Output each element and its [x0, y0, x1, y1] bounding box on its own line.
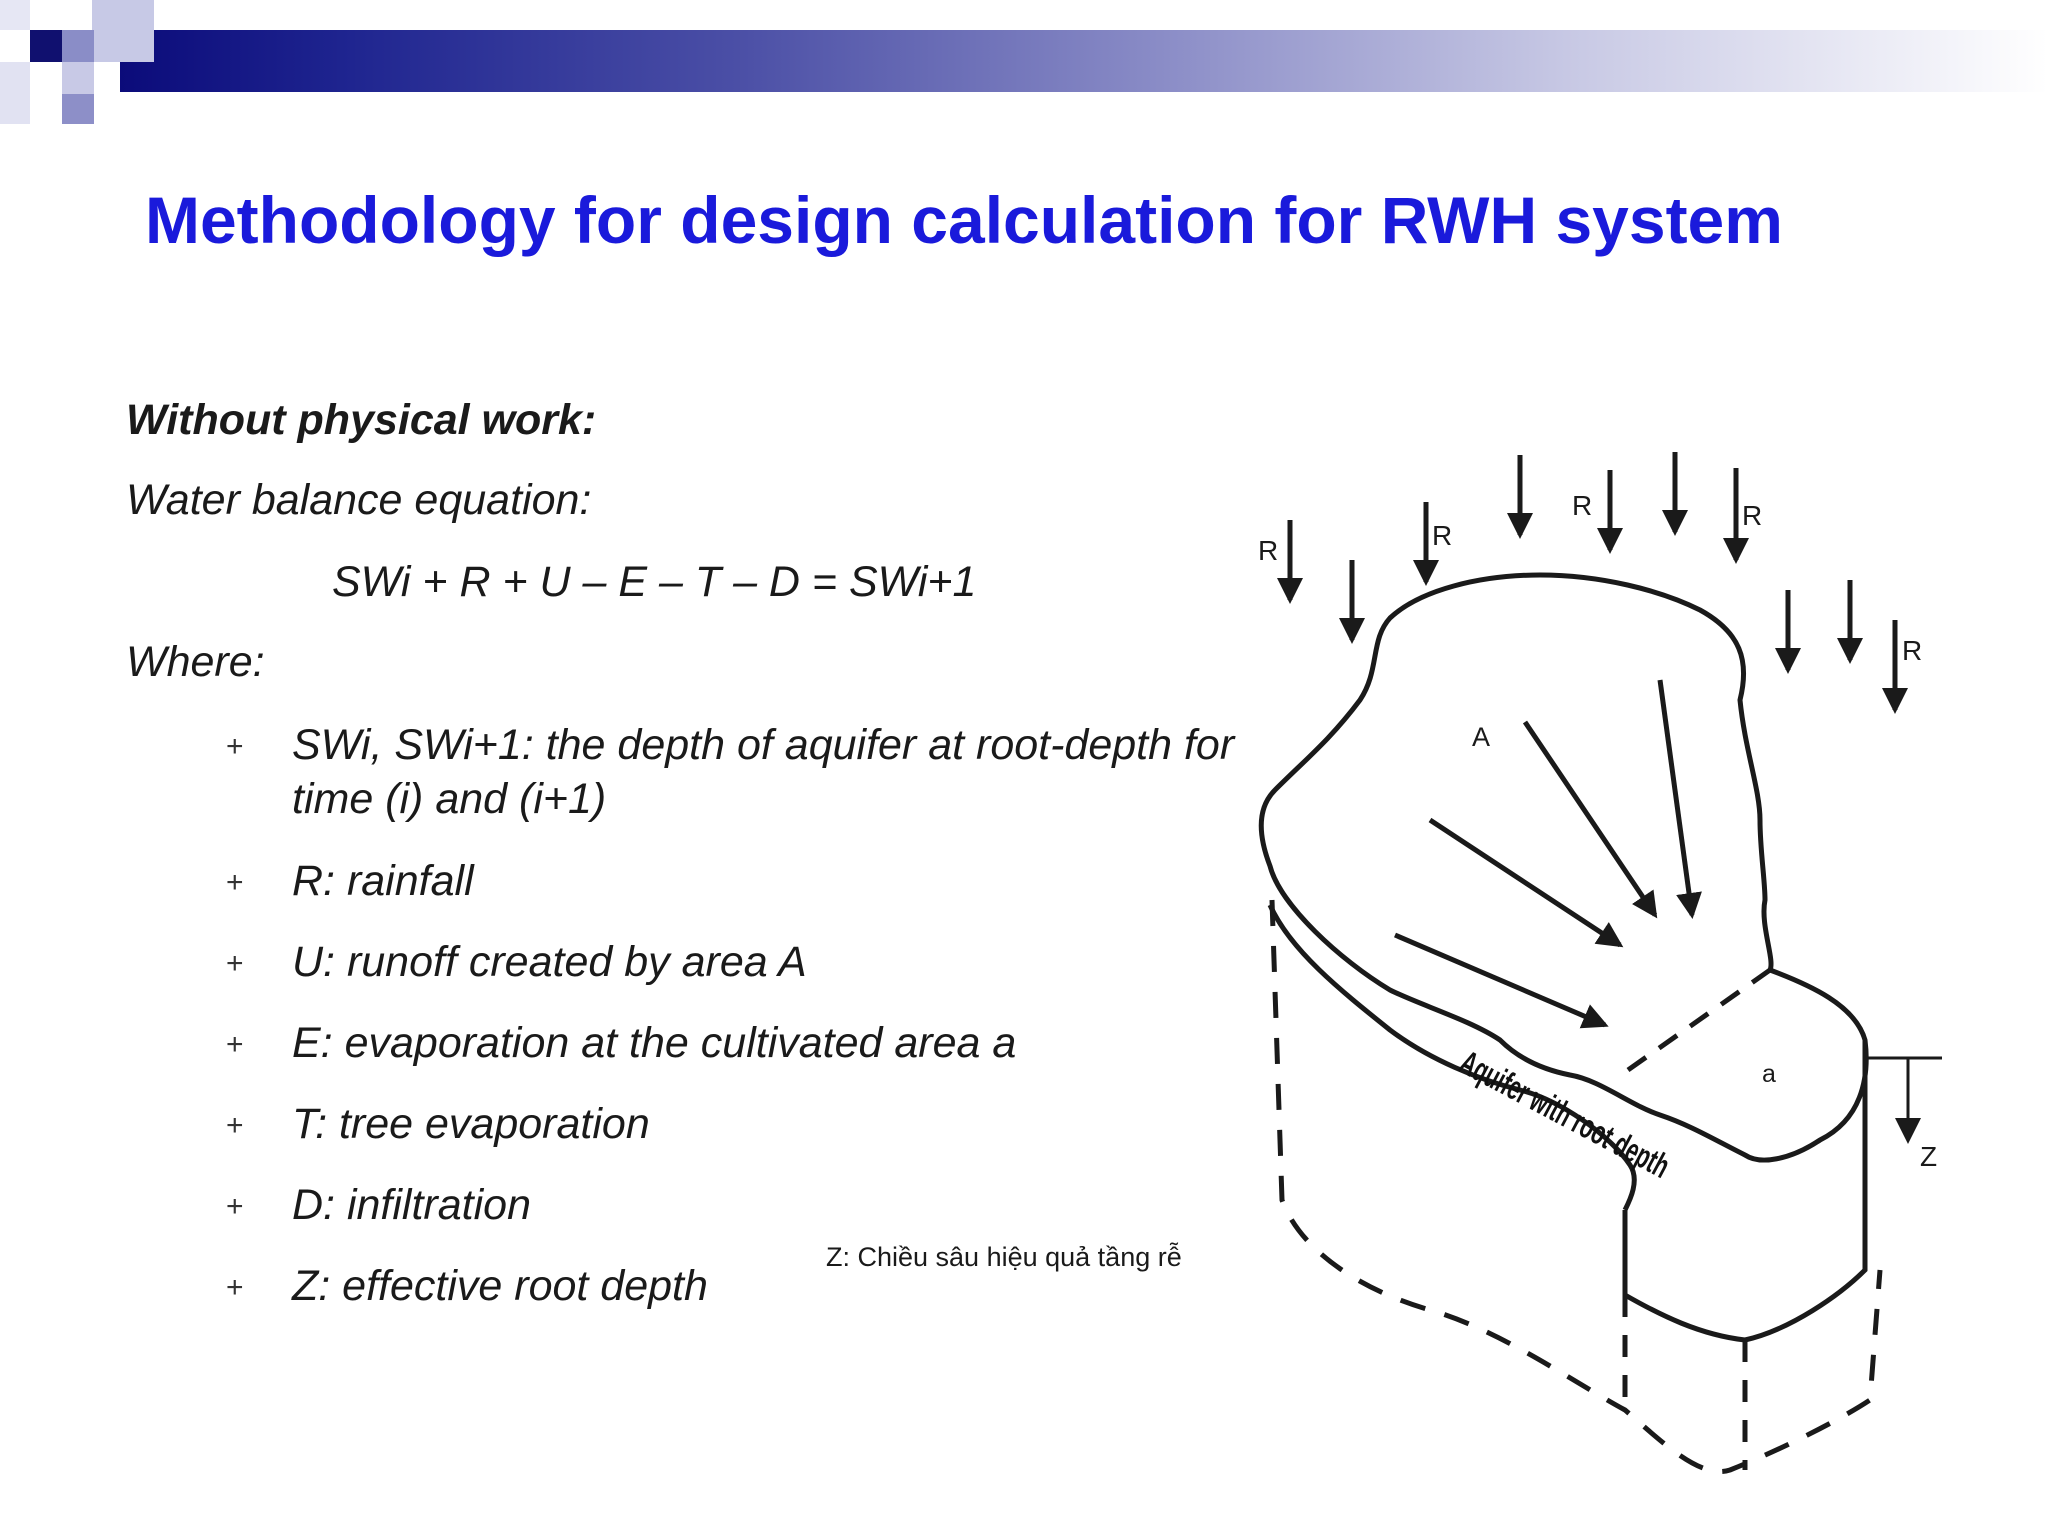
- catchment-outline: [1258, 572, 1869, 1163]
- definition-root-depth: Z: effective root depth: [292, 1262, 708, 1310]
- decor-square: [30, 30, 62, 62]
- decor-square: [92, 0, 154, 62]
- rain-label: R: [1902, 635, 1922, 666]
- list-item: + R: rainfall: [226, 854, 1226, 935]
- definition-tree-evaporation: T: tree evaporation: [292, 1100, 650, 1148]
- header-banner: [0, 0, 2048, 130]
- section-heading: Without physical work:: [126, 396, 597, 444]
- cultivated-area-label: a: [1762, 1060, 1776, 1088]
- where-label: Where:: [126, 638, 265, 686]
- plus-bullet-icon: +: [226, 1028, 244, 1061]
- decor-square: [0, 0, 30, 30]
- decor-square: [62, 30, 94, 62]
- plus-bullet-icon: +: [226, 1190, 244, 1223]
- plus-bullet-icon: +: [226, 1109, 244, 1142]
- root-depth-label: Z: [1920, 1141, 1937, 1172]
- definition-rainfall: R: rainfall: [292, 857, 474, 905]
- rain-label: R: [1258, 535, 1278, 566]
- water-balance-label: Water balance equation:: [126, 476, 592, 524]
- water-balance-equation: SWi + R + U – E – T – D = SWi+1: [332, 558, 977, 606]
- list-item: + Z: effective root depth: [226, 1259, 1226, 1340]
- decor-square: [62, 94, 94, 124]
- catchment-area-label: A: [1472, 722, 1490, 752]
- list-item: + SWi, SWi+1: the depth of aquifer at ro…: [226, 718, 1234, 854]
- aquifer-label: Aquifer with root depth: [1454, 1042, 1677, 1185]
- plus-bullet-icon: +: [226, 1271, 244, 1304]
- list-item: + E: evaporation at the cultivated area …: [226, 1016, 1226, 1097]
- rain-labels: R R R R R: [1258, 490, 1922, 666]
- rain-label: R: [1432, 520, 1452, 551]
- definition-list: + SWi, SWi+1: the depth of aquifer at ro…: [226, 718, 1234, 1340]
- plus-bullet-icon: +: [226, 866, 244, 899]
- banner-gradient-bar: [120, 30, 2048, 92]
- definition-evaporation: E: evaporation at the cultivated area a: [292, 1019, 1017, 1067]
- vietnamese-note: Z: Chiều sâu hiệu quả tầng rễ: [826, 1242, 1182, 1272]
- underground-outline-dashed: [1269, 899, 1883, 1474]
- plus-bullet-icon: +: [226, 730, 244, 763]
- runoff-arrows: [1394, 679, 1702, 1029]
- plus-bullet-icon: +: [226, 947, 244, 980]
- catchment-boundary-dashed: [1626, 967, 1772, 1073]
- decor-square: [30, 62, 62, 94]
- rain-arrows: [1277, 452, 1908, 714]
- definition-runoff: U: runoff created by area A: [292, 938, 807, 986]
- list-item: + T: tree evaporation: [226, 1097, 1226, 1178]
- rwh-diagram: R R R R R A a Z Aquifer with root depth: [1258, 452, 1942, 1474]
- cultivated-block-front: [1622, 1040, 1868, 1343]
- aquifer-lower-edge: [1267, 903, 1637, 1212]
- rain-label: R: [1572, 490, 1592, 521]
- decor-square: [0, 62, 30, 124]
- rain-label: R: [1742, 500, 1762, 531]
- list-item: + D: infiltration: [226, 1178, 1226, 1259]
- decor-square: [62, 62, 94, 94]
- list-item: + U: runoff created by area A: [226, 935, 1226, 1016]
- definition-infiltration: D: infiltration: [292, 1181, 531, 1229]
- slide-title: Methodology for design calculation for R…: [145, 183, 1783, 257]
- definition-swi: SWi, SWi+1: the depth of aquifer at root…: [292, 721, 1235, 823]
- root-depth-indicator: [1865, 1056, 1942, 1144]
